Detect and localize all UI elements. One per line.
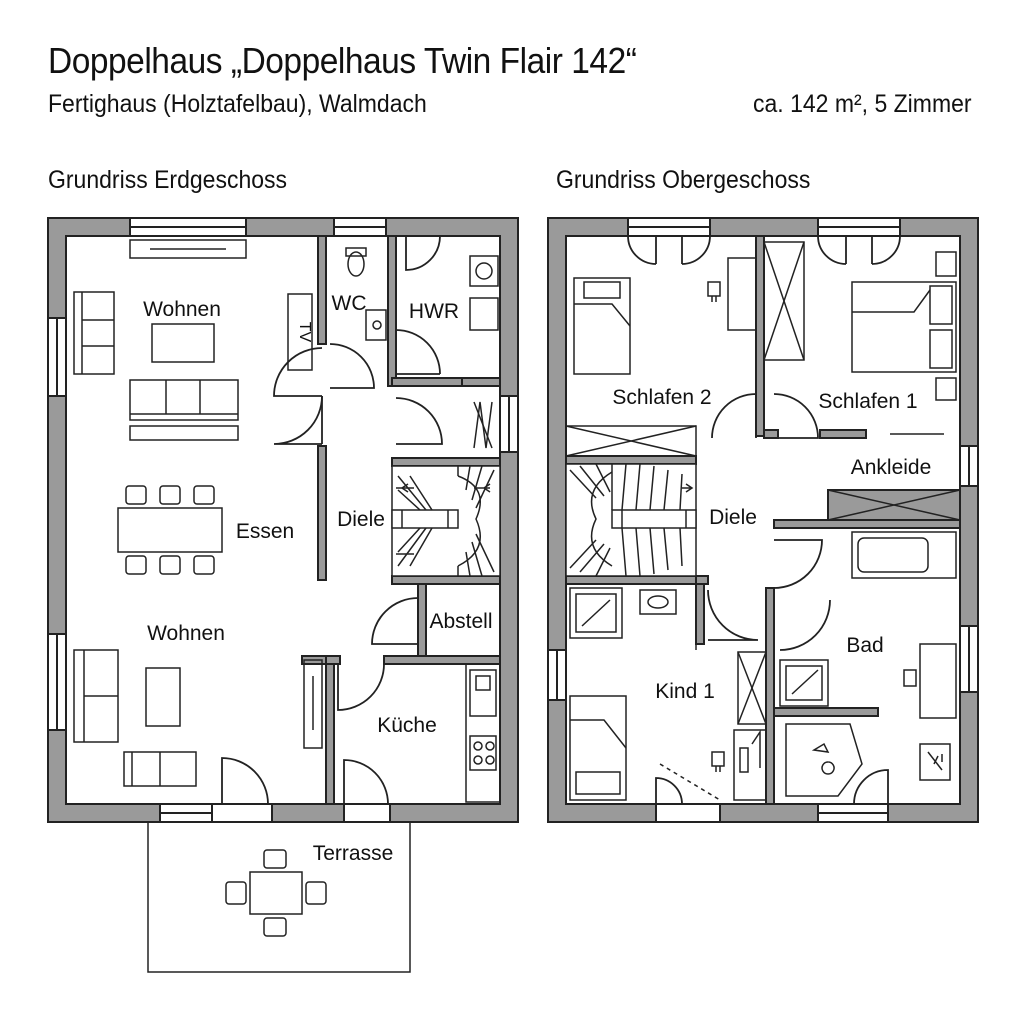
room-label-terrasse: Terrasse xyxy=(313,842,394,865)
area-rooms-summary: ca. 142 m², 5 Zimmer xyxy=(753,90,972,118)
room-label-hwr: HWR xyxy=(409,300,459,323)
ground-floor-plan: TV xyxy=(47,217,519,973)
room-label-wc: WC xyxy=(332,292,367,315)
og-windows xyxy=(547,217,979,823)
eg-staircase xyxy=(391,465,501,577)
room-label-wohnen-top: Wohnen xyxy=(143,298,221,321)
ground-floor-label: Grundriss Erdgeschoss xyxy=(48,166,288,194)
room-label-ankleide: Ankleide xyxy=(851,456,932,479)
eg-furniture xyxy=(73,239,501,803)
tv-label: TV xyxy=(296,322,313,343)
upper-floor-plan xyxy=(547,217,979,823)
upper-floor-label: Grundriss Obergeschoss xyxy=(556,166,811,194)
plan-title: Doppelhaus „Doppelhaus Twin Flair 142“ xyxy=(48,40,637,81)
og-staircase xyxy=(565,463,697,577)
eg-doors xyxy=(221,235,443,805)
plan-subtitle: Fertighaus (Holztafelbau), Walmdach xyxy=(48,90,427,118)
room-label-bad: Bad xyxy=(846,634,883,657)
room-label-abstell: Abstell xyxy=(429,610,492,633)
room-label-essen: Essen xyxy=(236,520,294,543)
room-label-diele-eg: Diele xyxy=(337,508,385,531)
room-label-wohnen-bottom: Wohnen xyxy=(147,622,225,645)
og-doors xyxy=(627,235,901,805)
room-label-diele-og: Diele xyxy=(709,506,757,529)
eg-interior-walls xyxy=(301,235,501,805)
room-label-schlafen1: Schlafen 1 xyxy=(818,390,917,413)
room-label-kueche: Küche xyxy=(377,714,437,737)
room-label-schlafen2: Schlafen 2 xyxy=(612,386,711,409)
room-label-kind1: Kind 1 xyxy=(655,680,715,703)
og-furniture xyxy=(565,241,961,801)
eg-terrace xyxy=(147,822,411,973)
